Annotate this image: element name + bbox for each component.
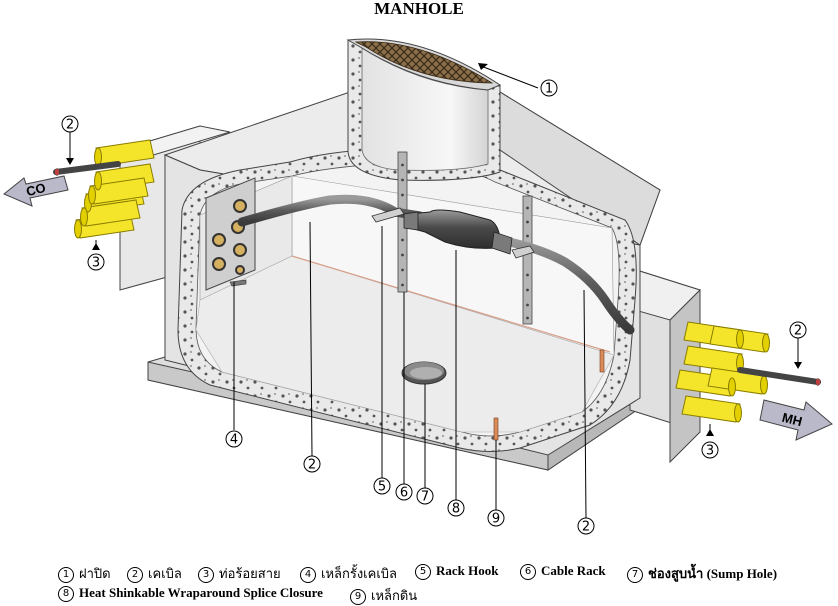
svg-text:2: 2 — [794, 324, 802, 339]
legend-number: 6 — [520, 564, 536, 580]
legend-label: ท่อร้อยสาย — [219, 566, 281, 581]
callout-1: 1 — [540, 79, 558, 97]
legend-item-3: 3 ท่อร้อยสาย — [198, 563, 281, 584]
callout-8: 8 — [447, 499, 465, 517]
manhole-shaft — [346, 38, 502, 181]
cable-run — [237, 194, 635, 335]
legend-item-1: 1 ฝาปิด — [58, 563, 111, 584]
co-direction-arrow: CO — [3, 175, 69, 207]
callout-leaders — [69, 65, 799, 519]
svg-text:2: 2 — [308, 458, 316, 473]
cable-rack-right — [522, 195, 533, 325]
ground-rod-right — [599, 349, 605, 373]
callout-5: 5 — [373, 477, 391, 495]
right-duct-block — [599, 267, 701, 464]
legend-item-8: 8 Heat Shinkable Wraparound Splice Closur… — [58, 585, 323, 602]
legend-number: 4 — [300, 567, 316, 583]
sump-hole — [401, 361, 447, 385]
callout-2-right: 2 — [789, 321, 807, 339]
cutaway-interior — [177, 147, 637, 452]
legend-item-6: 6 Cable Rack — [520, 563, 606, 580]
legend-number: 8 — [58, 586, 74, 602]
callout-9: 9 — [487, 509, 505, 527]
legend-label: เหล็กดิน — [371, 588, 418, 603]
callout-2-bottom-b: 2 — [577, 517, 595, 535]
legend-label: Rack Hook — [436, 563, 499, 578]
callout-3-right: 3 — [701, 441, 719, 459]
legend-number: 2 — [127, 567, 143, 583]
svg-text:1: 1 — [545, 82, 553, 97]
callout-3-left: 3 — [87, 253, 105, 271]
legend-label: ช่องสูบน้ำ (Sump Hole) — [648, 566, 778, 581]
left-ducts — [74, 139, 155, 239]
callout-4: 4 — [225, 430, 243, 448]
manhole-lid — [346, 38, 502, 91]
svg-text:2: 2 — [66, 118, 74, 133]
svg-text:7: 7 — [421, 490, 429, 505]
svg-text:9: 9 — [492, 512, 500, 527]
ground-rod-floor — [493, 417, 499, 441]
legend-label: เหล็กรั้งเคเบิล — [321, 566, 397, 581]
callout-2-left: 2 — [61, 115, 79, 133]
mh-direction-arrow: MH — [759, 399, 833, 441]
mh-label: MH — [780, 410, 803, 429]
callout-6: 6 — [395, 483, 413, 501]
callout-7: 7 — [416, 487, 434, 505]
left-cable — [53, 161, 121, 176]
legend-item-4: 4 เหล็กรั้งเคเบิล — [300, 563, 397, 584]
right-cable — [737, 367, 821, 386]
legend-number: 5 — [415, 564, 431, 580]
legend-label: เคเบิล — [148, 566, 182, 581]
svg-text:4: 4 — [230, 433, 238, 448]
legend-number: 7 — [627, 567, 643, 583]
legend-number: 3 — [198, 567, 214, 583]
svg-text:8: 8 — [452, 502, 460, 517]
svg-text:3: 3 — [92, 256, 100, 271]
legend-item-7: 7 ช่องสูบน้ำ (Sump Hole) — [627, 563, 777, 584]
legend-label: Cable Rack — [541, 563, 606, 578]
svg-text:5: 5 — [378, 480, 386, 495]
legend-number: 1 — [58, 567, 74, 583]
svg-text:2: 2 — [582, 520, 590, 535]
callout-arrowheads — [66, 63, 802, 436]
rack-hook-right — [511, 245, 535, 259]
cable-bracing-plate — [205, 177, 256, 291]
legend-item-2: 2 เคเบิล — [127, 563, 182, 584]
legend-label: Heat Shinkable Wraparound Splice Closure — [79, 585, 323, 600]
splice-closure — [403, 209, 513, 255]
svg-text:6: 6 — [400, 486, 408, 501]
co-label: CO — [25, 180, 48, 199]
svg-text:3: 3 — [706, 444, 714, 459]
legend-label: ฝาปิด — [79, 566, 111, 581]
callout-2-bottom-a: 2 — [303, 455, 321, 473]
legend-item-5: 5 Rack Hook — [415, 563, 498, 580]
diagram-title: MANHOLE — [374, 0, 464, 18]
